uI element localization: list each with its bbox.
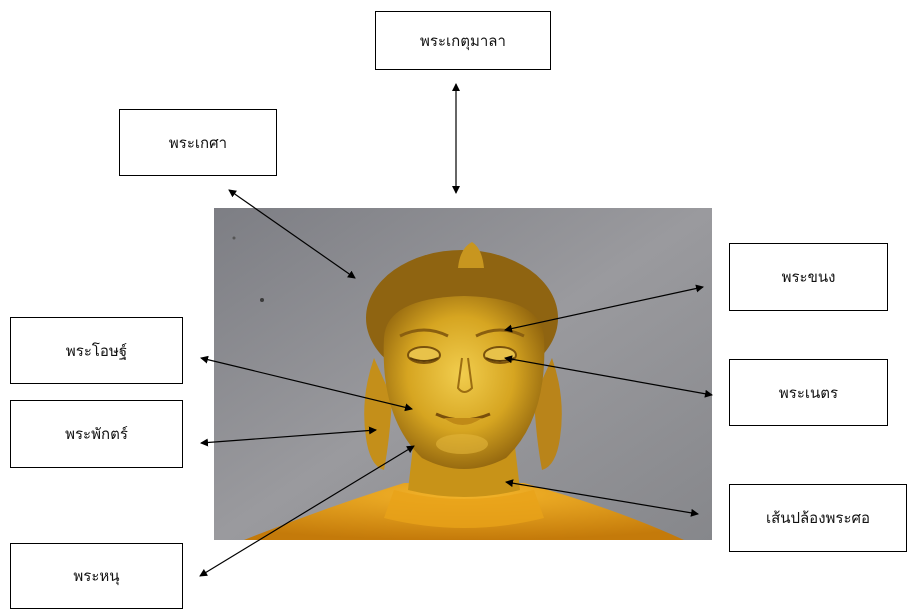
label-phak: พระพักตร์ <box>10 400 183 468</box>
label-hanu: พระหนุ <box>10 543 183 609</box>
label-khanong: พระขนง <box>729 243 888 311</box>
label-obtha: พระโอษฐ์ <box>10 317 183 384</box>
label-netra: พระเนตร <box>729 359 888 426</box>
label-sen-plong-sor: เส้นปล้องพระศอ <box>729 484 907 552</box>
label-kesa: พระเกศา <box>119 109 277 176</box>
label-ketumala: พระเกตุมาลา <box>375 11 551 70</box>
buddha-head-photo <box>214 208 712 540</box>
